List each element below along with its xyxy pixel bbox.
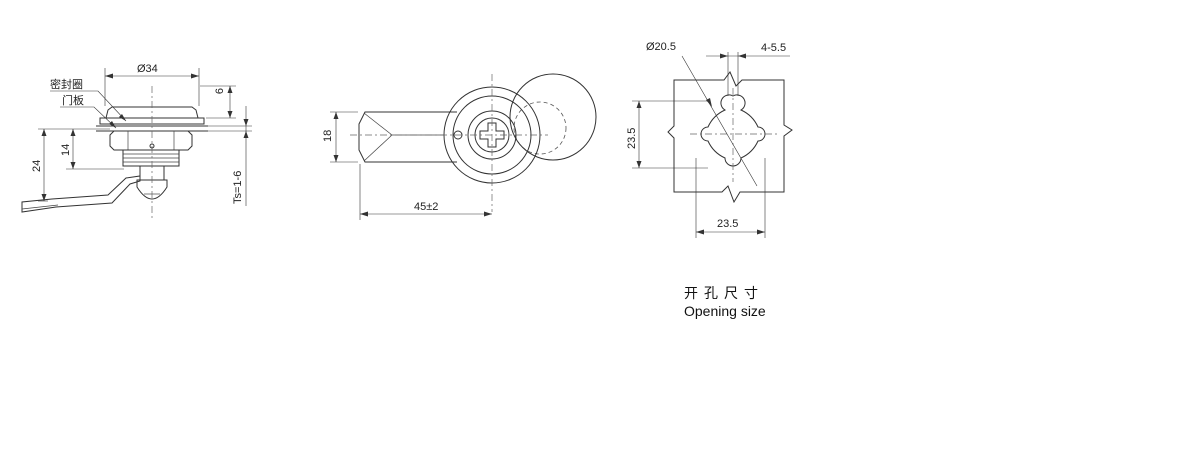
label-door-panel: 门板 — [62, 93, 84, 107]
rotation-circle — [509, 73, 597, 161]
dim-slot: 4-5.5 — [761, 42, 786, 54]
caption-chinese: 开孔尺寸 — [684, 285, 764, 301]
dim-horizontal-23-5: 23.5 — [717, 218, 738, 230]
cross-recess-icon — [479, 122, 505, 148]
rotated-arm-hidden — [513, 101, 567, 155]
cam-arm-top-view — [358, 111, 457, 163]
dim-45: 45±2 — [414, 201, 438, 213]
cam-arm — [21, 175, 141, 213]
dim-18: 18 — [322, 130, 334, 142]
dim-panel-thickness: Ts=1-6 — [232, 171, 244, 204]
dim-head-height: 6 — [214, 88, 226, 94]
label-gasket: 密封圈 — [50, 77, 83, 91]
screw-head — [136, 179, 168, 200]
dim-vertical-23-5: 23.5 — [626, 128, 638, 149]
side-view: Ø34 6 Ts=1-6 密封圈 门板 24 14 — [21, 63, 252, 218]
dim-24: 24 — [31, 160, 43, 172]
hex-nut — [109, 130, 193, 151]
dim-14: 14 — [60, 144, 72, 156]
opening-view: Ø20.5 4-5.5 23.5 23.5 — [626, 41, 793, 238]
caption-english: Opening size — [684, 303, 766, 319]
dim-diameter-34: Ø34 — [137, 63, 158, 75]
panel-break-outline — [667, 71, 793, 204]
dim-hole-diameter: Ø20.5 — [646, 41, 676, 53]
front-view: 18 45±2 — [322, 73, 597, 220]
